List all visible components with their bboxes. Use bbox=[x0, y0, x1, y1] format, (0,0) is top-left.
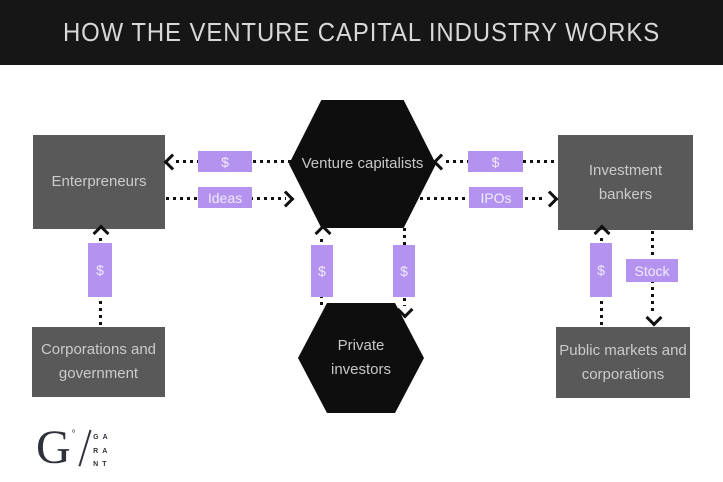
flow-label-ipos: IPOs bbox=[469, 187, 523, 208]
logo-slash-icon bbox=[78, 429, 91, 467]
logo-monogram: GA RA NT bbox=[93, 431, 112, 472]
arrowhead-left-icon bbox=[163, 153, 181, 171]
page-title: HOW THE VENTURE CAPITAL INDUSTRY WORKS bbox=[62, 17, 661, 47]
node-entrepreneurs: Enterpreneurs bbox=[33, 135, 165, 229]
flow-label-money-vc-down: $ bbox=[393, 245, 415, 297]
logo-initial: G bbox=[36, 421, 71, 474]
logo-monogram-row: GA bbox=[93, 434, 112, 441]
flow-label-money-corpgov: $ bbox=[88, 243, 112, 297]
logo-degree-mark-icon: ° bbox=[71, 429, 76, 440]
node-public-markets-label: Public markets and corporations bbox=[559, 341, 687, 383]
node-investment-bankers: Investment bankers bbox=[558, 135, 693, 230]
arrowhead-left-icon bbox=[432, 153, 450, 171]
flow-label-money-to-vc: $ bbox=[468, 151, 523, 172]
node-public-markets: Public markets and corporations bbox=[556, 327, 690, 398]
logo-monogram-row: NT bbox=[93, 461, 111, 468]
node-venture-capitalists-label: Venture capitalists bbox=[301, 155, 424, 172]
flow-label-ideas: Ideas bbox=[198, 187, 252, 208]
node-investment-bankers-label: Investment bankers bbox=[588, 161, 663, 203]
arrowhead-right-icon bbox=[541, 190, 559, 208]
node-entrepreneurs-label: Enterpreneurs bbox=[51, 173, 147, 190]
node-private-investors-label: Private investors bbox=[330, 337, 392, 378]
node-corporations-government: Corporations and government bbox=[32, 327, 165, 397]
flow-label-stock: Stock bbox=[626, 259, 678, 282]
flow-label-money-to-entrepreneurs: $ bbox=[198, 151, 252, 172]
title-bar: HOW THE VENTURE CAPITAL INDUSTRY WORKS bbox=[0, 0, 723, 65]
arrowhead-right-icon bbox=[277, 190, 295, 208]
flow-label-money-private-up: $ bbox=[311, 245, 333, 297]
arrowhead-down-icon bbox=[645, 309, 663, 327]
flow-label-money-public-up: $ bbox=[590, 243, 612, 297]
garant-logo: G ° GA RA NT bbox=[36, 421, 112, 474]
logo-monogram-row: RA bbox=[93, 447, 112, 455]
node-corporations-government-label: Corporations and government bbox=[40, 341, 157, 382]
node-venture-capitalists: Venture capitalists bbox=[289, 100, 436, 228]
node-private-investors: Private investors bbox=[298, 303, 424, 413]
